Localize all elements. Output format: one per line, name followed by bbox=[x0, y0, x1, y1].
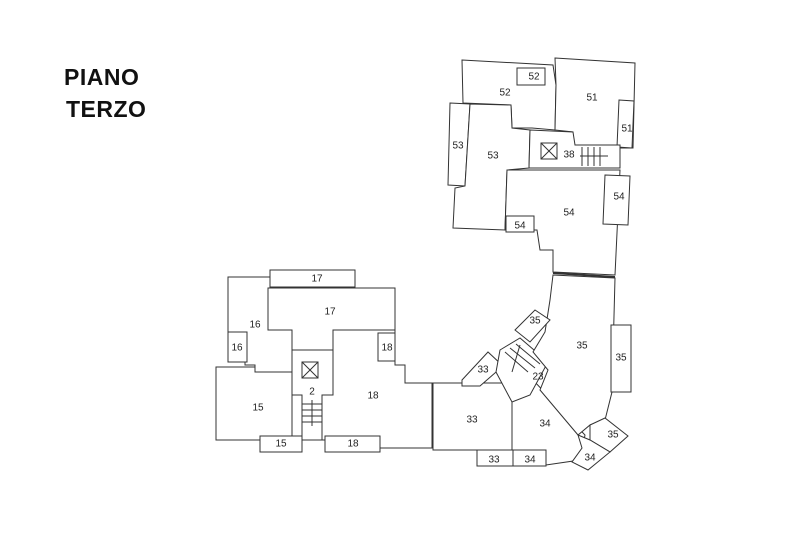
balcony-34-corner bbox=[571, 434, 611, 471]
balcony-35 bbox=[610, 324, 632, 393]
elevator-icon bbox=[301, 361, 319, 379]
room-label: 15 bbox=[275, 439, 287, 450]
room-label: 2 bbox=[309, 387, 315, 398]
room-label: 17 bbox=[324, 307, 336, 318]
room-label: 52 bbox=[499, 88, 511, 99]
balcony-51 bbox=[616, 99, 635, 149]
room-label: 18 bbox=[381, 343, 393, 354]
balcony-17 bbox=[269, 269, 356, 288]
stairs-icon-38 bbox=[580, 147, 608, 166]
balcony-15 bbox=[259, 435, 303, 453]
elevator-icon-38 bbox=[540, 142, 558, 160]
room-label: 34 bbox=[584, 453, 596, 464]
balcony-34 bbox=[512, 449, 547, 467]
room-label: 16 bbox=[231, 343, 243, 354]
room-label: 15 bbox=[252, 403, 264, 414]
room-label: 38 bbox=[563, 150, 575, 161]
unit-33 bbox=[432, 382, 513, 451]
room-label: 35 bbox=[529, 316, 541, 327]
stairs-icon-23 bbox=[504, 343, 541, 373]
room-label: 17 bbox=[311, 274, 323, 285]
room-label: 51 bbox=[586, 93, 598, 104]
room-label: 34 bbox=[524, 455, 536, 466]
balcony-52 bbox=[516, 67, 546, 86]
stairs-icon bbox=[302, 400, 322, 426]
room-label: 33 bbox=[477, 365, 489, 376]
balcony-54 bbox=[505, 215, 535, 233]
room-label: 16 bbox=[249, 320, 261, 331]
room-label: 53 bbox=[487, 151, 499, 162]
balcony-35-small bbox=[514, 309, 551, 343]
room-label: 35 bbox=[607, 430, 619, 441]
room-label: 33 bbox=[488, 455, 500, 466]
balcony-18-side bbox=[377, 332, 396, 362]
plan-title-line1: PIANO bbox=[64, 64, 140, 90]
balcony-18 bbox=[324, 435, 381, 453]
room-label: 53 bbox=[452, 141, 464, 152]
room-label: 18 bbox=[347, 439, 359, 450]
room-label: 54 bbox=[613, 192, 625, 203]
balcony-35-corner bbox=[589, 417, 629, 453]
room-label: 18 bbox=[367, 391, 379, 402]
room-label: 23 bbox=[532, 372, 544, 383]
balcony-33-small bbox=[461, 351, 504, 387]
room-label: 35 bbox=[576, 341, 588, 352]
room-label: 33 bbox=[466, 415, 478, 426]
balcony-54-side bbox=[602, 174, 631, 226]
room-label: 54 bbox=[563, 208, 575, 219]
balcony-16 bbox=[227, 331, 248, 363]
room-label: 34 bbox=[539, 419, 551, 430]
room-label: 51 bbox=[621, 124, 633, 135]
room-label: 54 bbox=[514, 221, 526, 232]
unit-18 bbox=[321, 329, 433, 449]
room-label: 35 bbox=[615, 353, 627, 364]
room-label: 52 bbox=[528, 72, 540, 83]
plan-title-line2: TERZO bbox=[66, 96, 147, 122]
